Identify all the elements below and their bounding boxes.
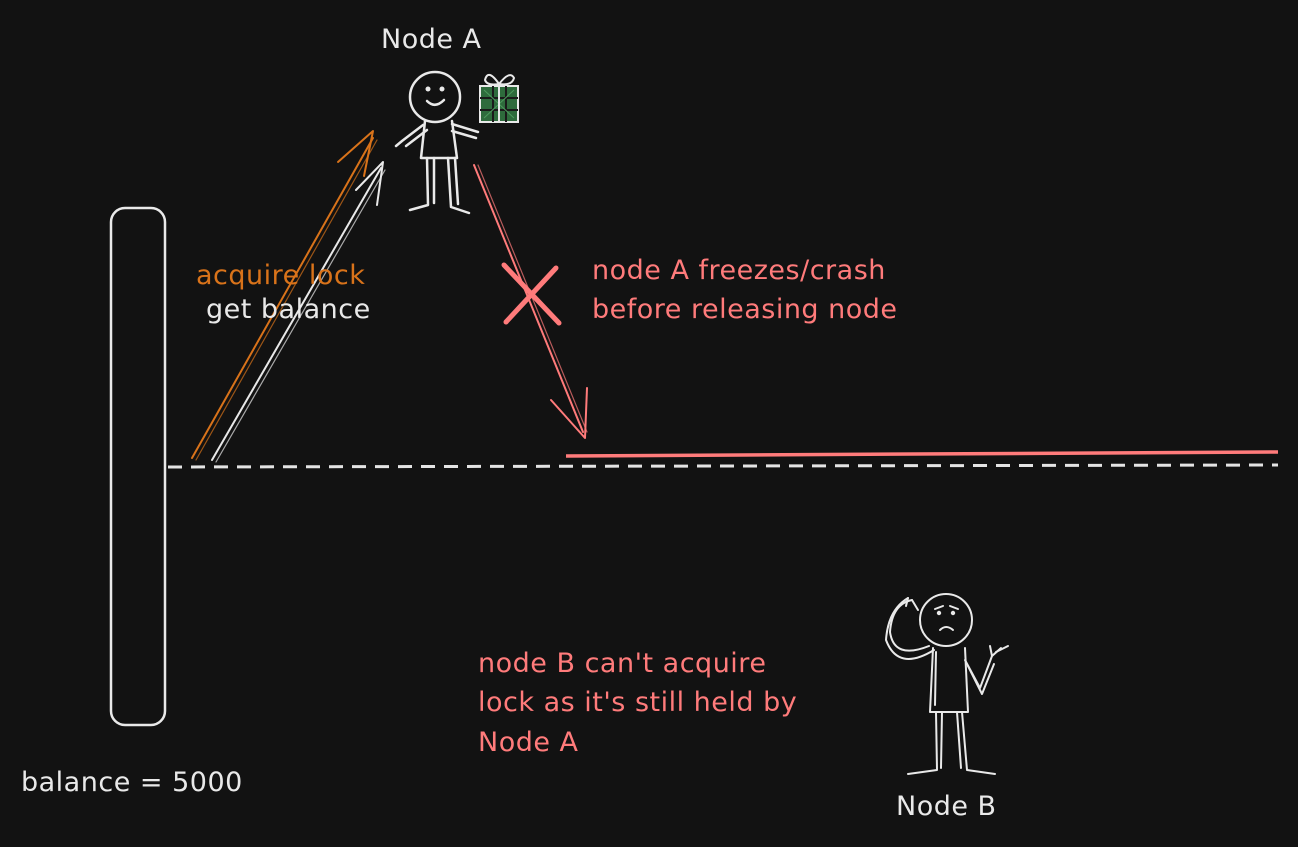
balance-label: balance = 5000 bbox=[21, 767, 243, 798]
freeze-label-line1: node A freezes/crash bbox=[592, 255, 886, 286]
x-cross-icon bbox=[501, 262, 562, 326]
get-balance-arrow bbox=[211, 161, 386, 463]
lock-held-line bbox=[565, 450, 1279, 458]
freeze-label-line2: before releasing node bbox=[592, 294, 898, 325]
balance-resource-bar bbox=[109, 206, 167, 727]
timeline-dashed-line bbox=[167, 463, 1279, 469]
node-b-figure-icon bbox=[885, 593, 1009, 775]
release-arrow bbox=[473, 164, 588, 439]
acquire-lock-label: acquire lock bbox=[196, 260, 365, 291]
node-b-note-line3: Node A bbox=[478, 727, 579, 758]
node-b-note-line2: lock as it's still held by bbox=[478, 687, 797, 718]
node-a-label: Node A bbox=[381, 24, 482, 55]
get-balance-label: get balance bbox=[206, 294, 371, 325]
gift-box-icon bbox=[479, 73, 519, 123]
node-b-label: Node B bbox=[896, 791, 997, 822]
node-b-note-line1: node B can't acquire bbox=[478, 648, 766, 679]
acquire-lock-arrow bbox=[191, 130, 378, 461]
node-a-figure-icon bbox=[394, 70, 480, 215]
